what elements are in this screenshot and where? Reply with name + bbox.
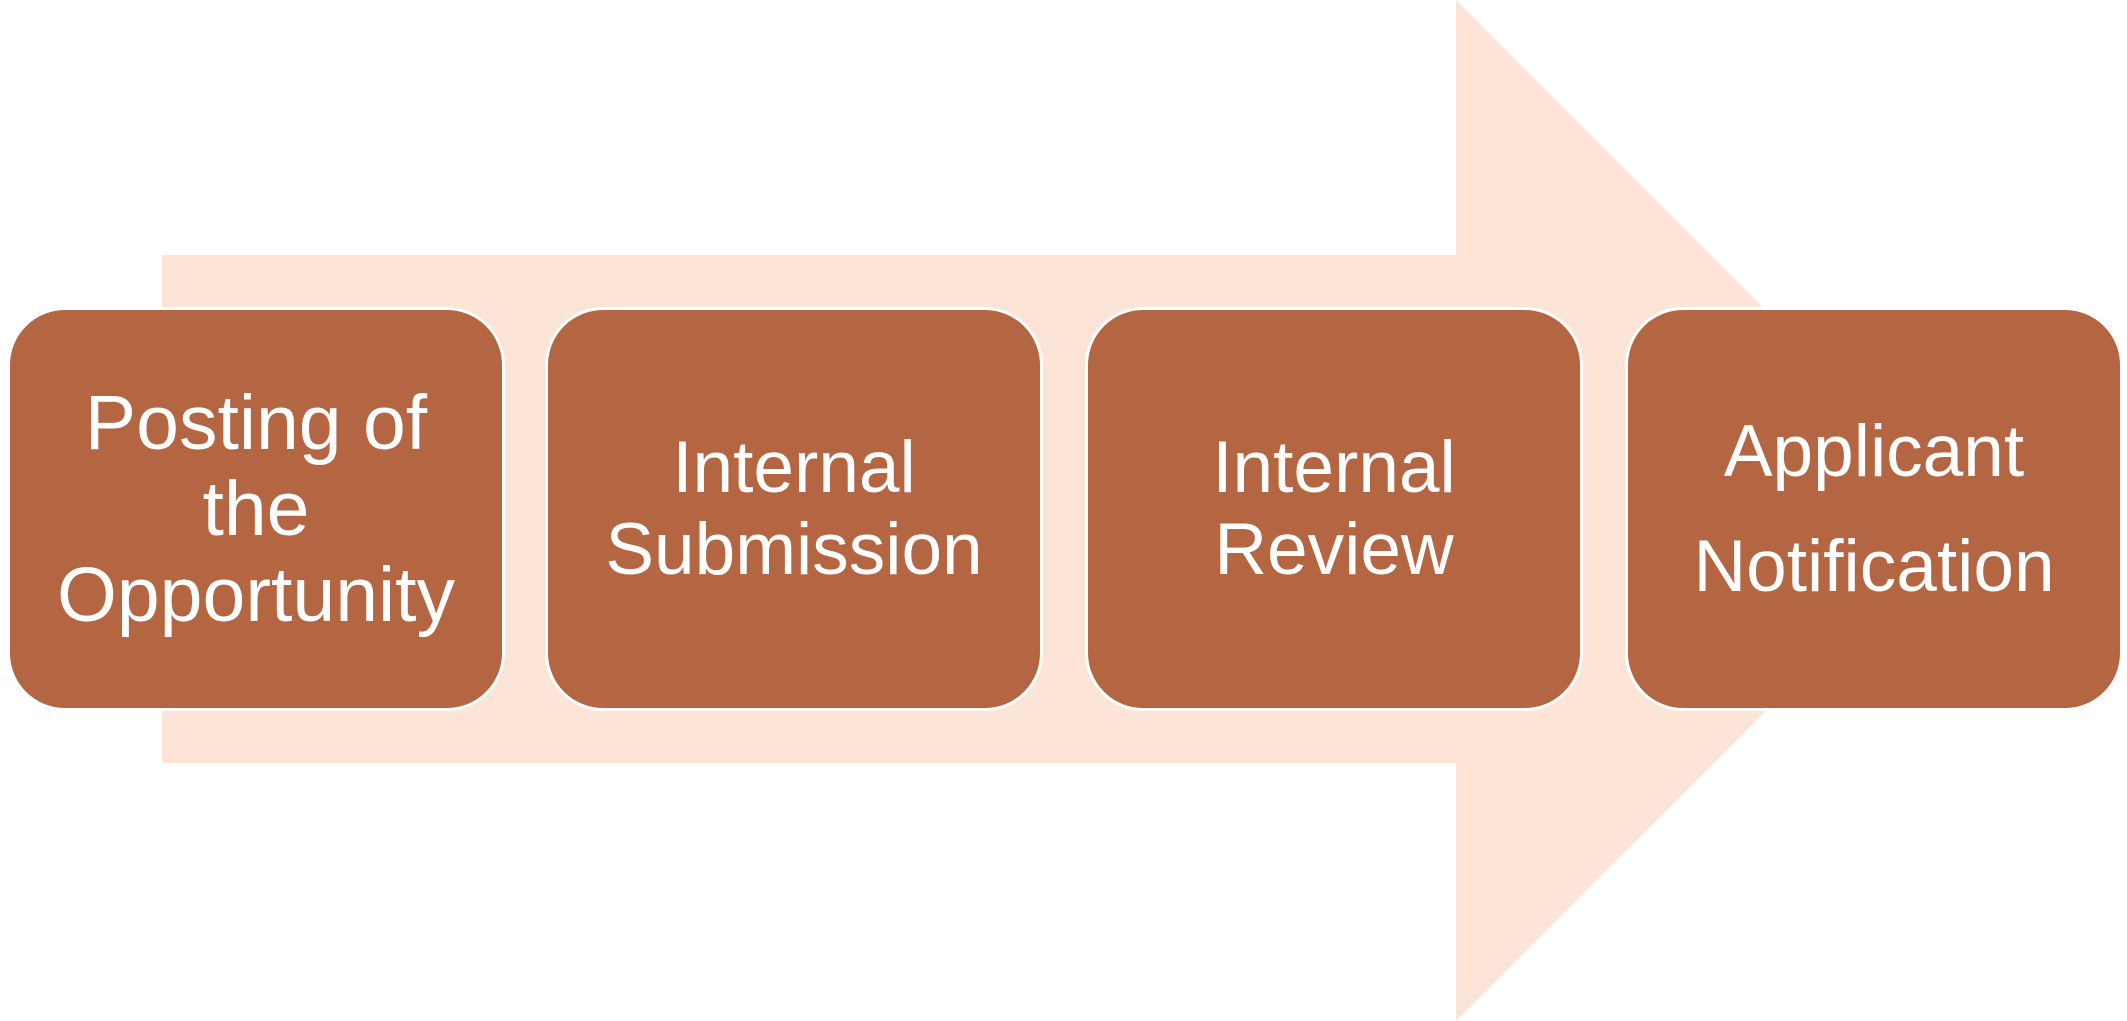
- step-label-line: Submission: [605, 509, 983, 590]
- process-step-internal-review: Internal Review: [1085, 307, 1583, 711]
- step-label-line: Opportunity: [56, 552, 456, 638]
- step-label-line: Applicant: [1723, 411, 2025, 492]
- step-label-line: Posting of: [84, 380, 428, 466]
- step-label-line: Review: [1214, 509, 1454, 590]
- step-label-line: Internal: [1212, 427, 1456, 508]
- step-label-line: the: [202, 466, 310, 552]
- process-step-applicant-notification: Applicant Notification: [1625, 307, 2123, 711]
- step-label-line: Internal: [672, 427, 916, 508]
- forward-arrow-shape: [162, 0, 1966, 1021]
- process-step-posting-of-the-opportunity: Posting of the Opportunity: [7, 307, 505, 711]
- process-step-internal-submission: Internal Submission: [545, 307, 1043, 711]
- step-label-line: Notification: [1693, 526, 2055, 607]
